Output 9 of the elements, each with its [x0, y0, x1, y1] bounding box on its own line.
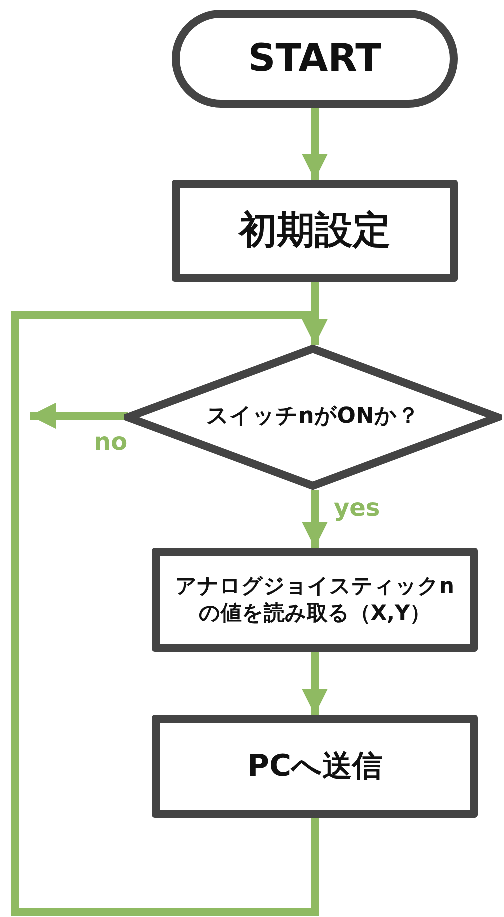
arrow — [302, 652, 328, 715]
process-box: 初期設定 — [172, 180, 458, 282]
arrow — [11, 311, 328, 916]
arrow — [30, 403, 128, 429]
arrow — [302, 490, 328, 548]
process-box: PCへ送信 — [152, 715, 478, 818]
start-terminal: START — [172, 10, 458, 108]
process-box: アナログジョイスティックnの値を読み取る（X,Y） — [152, 548, 478, 652]
arrow — [302, 108, 328, 180]
